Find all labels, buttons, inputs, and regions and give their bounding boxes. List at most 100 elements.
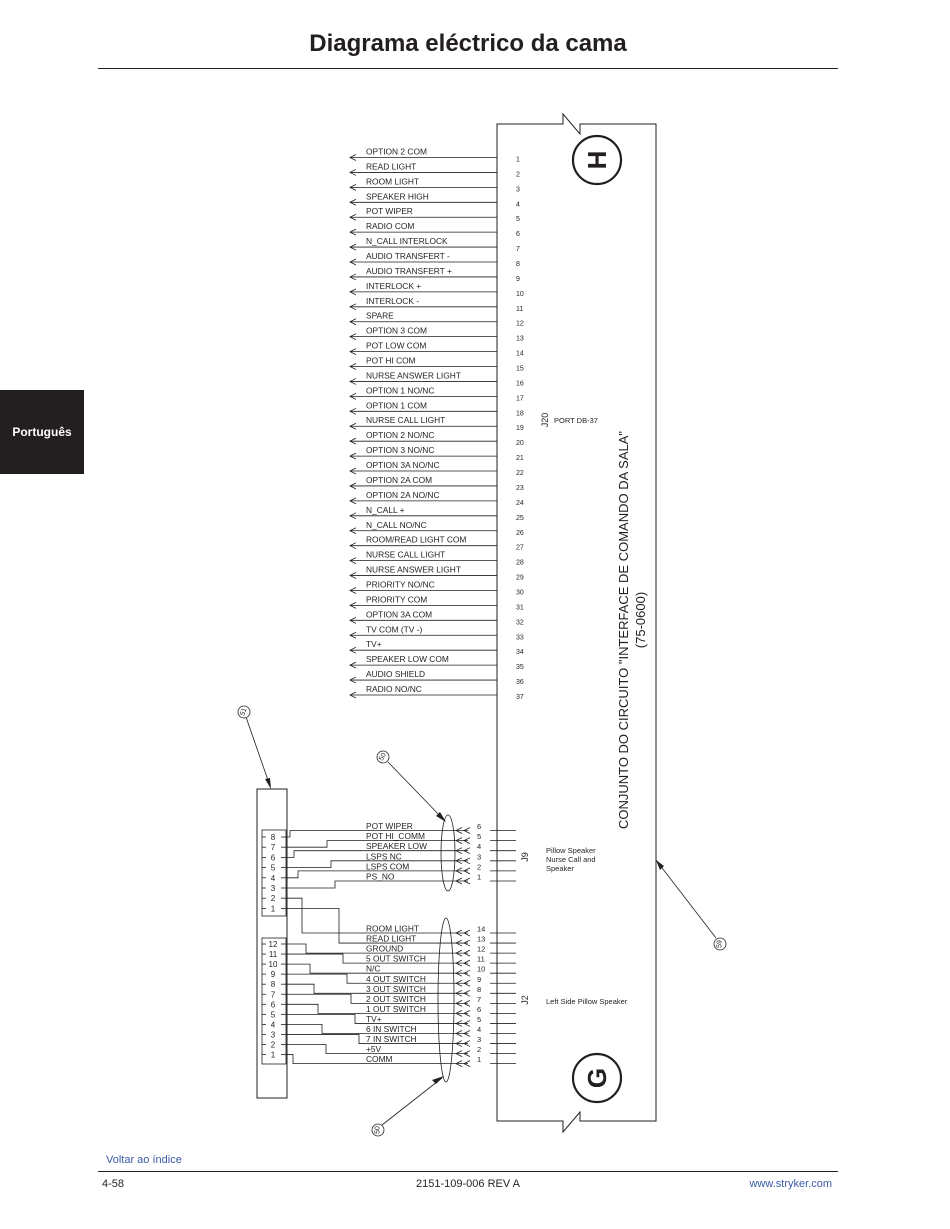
pin-arrow xyxy=(455,989,463,997)
pin-arrow xyxy=(463,857,471,865)
callout-59-label: 59 xyxy=(717,940,724,948)
j2-pin-label: READ LIGHT xyxy=(366,934,416,944)
j20-pin-label: AUDIO TRANSFERT - xyxy=(366,251,450,261)
j9-pin-number: 5 xyxy=(477,832,481,841)
left-lower-pin-number: 6 xyxy=(271,1000,276,1009)
j20-pin-row: POT HI COM 15 xyxy=(349,356,524,373)
j20-pin-number: 22 xyxy=(516,470,524,477)
j2-pin-label: 5 OUT SWITCH xyxy=(366,954,426,964)
j20-pin-row: AUDIO TRANSFERT - 8 xyxy=(349,251,520,268)
j20-pin-number: 2 xyxy=(516,171,520,178)
j20-pin-number: 35 xyxy=(516,664,524,671)
left-upper-pin-number: 6 xyxy=(271,853,276,862)
j20-pin-number: 8 xyxy=(516,261,520,268)
pin-arrow xyxy=(455,1050,463,1057)
title-rule xyxy=(98,68,838,69)
j20-pin-label: POT HI COM xyxy=(366,356,416,366)
pin-arrow xyxy=(463,1040,471,1047)
j9-pin-number: 3 xyxy=(477,852,481,861)
left-lower-pin-number: 11 xyxy=(269,950,278,959)
pin-arrow xyxy=(463,847,471,855)
j20-pin-number: 36 xyxy=(516,679,524,686)
j20-pin-number: 9 xyxy=(516,276,520,283)
j2-pin-label: TV+ xyxy=(366,1014,382,1024)
j20-pin-row: OPTION 2A COM 23 xyxy=(349,475,524,492)
pin-arrow xyxy=(455,1010,463,1017)
j20-connector-name: J20 xyxy=(540,413,550,428)
harness-wire xyxy=(286,880,366,889)
left-upper-pin-number: 1 xyxy=(271,904,276,913)
j20-pin-label: RADIO NO/NC xyxy=(366,684,422,694)
j20-pin-number: 18 xyxy=(516,410,524,417)
left-connector-lower-block xyxy=(261,937,287,1065)
left-upper-pin-number: 4 xyxy=(271,874,276,883)
j20-pin-number: 20 xyxy=(516,440,524,447)
j9-desc-line2: Nurse Call and xyxy=(546,855,596,864)
website-link[interactable]: www.stryker.com xyxy=(749,1178,832,1190)
j20-pin-label: OPTION 3A NO/NC xyxy=(366,460,440,470)
language-tab[interactable]: Português xyxy=(0,390,84,474)
back-to-index-link[interactable]: Voltar ao índice xyxy=(106,1154,182,1166)
j20-pin-number: 6 xyxy=(516,231,520,238)
pin-arrow xyxy=(455,857,463,865)
harness-wire xyxy=(286,983,366,994)
pin-arrow xyxy=(463,979,471,987)
j20-pin-label: OPTION 3 COM xyxy=(366,326,427,336)
left-upper-pin-number: 7 xyxy=(271,843,276,852)
j20-pin-number: 23 xyxy=(516,485,524,492)
page-title: Diagrama eléctrico da cama xyxy=(309,30,627,57)
j9-pin-label: PS_NO xyxy=(366,872,395,882)
j20-pin-label: ROOM LIGHT xyxy=(366,176,419,186)
harness-wire xyxy=(286,860,366,868)
harness-wire xyxy=(286,908,366,944)
cable-bundle-lower xyxy=(437,917,455,1083)
j20-pin-label: OPTION 1 NO/NC xyxy=(366,385,434,395)
j20-pin-number: 27 xyxy=(516,545,524,552)
pin-arrow xyxy=(463,1010,471,1017)
pin-arrow xyxy=(463,939,471,947)
callout-50-upper: 50 xyxy=(376,750,446,822)
j20-pin-label: POT LOW COM xyxy=(366,341,426,351)
j2-pin-number: 6 xyxy=(477,1005,481,1014)
cable-bundle-upper xyxy=(440,814,456,892)
j20-pin-label: TV COM (TV -) xyxy=(366,624,423,634)
j2-pin-number: 5 xyxy=(477,1015,481,1024)
j2-connector-name: J2 xyxy=(520,995,530,1005)
j20-pin-number: 21 xyxy=(516,455,524,462)
pin-arrow xyxy=(463,1030,471,1037)
j2-pin-label: 2 OUT SWITCH xyxy=(366,994,426,1004)
j20-pin-label: PRIORITY NO/NC xyxy=(366,579,435,589)
pin-arrow xyxy=(463,1020,471,1027)
pin-arrow xyxy=(455,939,463,947)
board-label-line2: (75-0600) xyxy=(633,592,648,648)
j20-pin-number: 15 xyxy=(516,366,524,373)
j20-pin-label: OPTION 2A COM xyxy=(366,475,432,485)
footer-rule xyxy=(98,1171,838,1172)
j9-desc-line1: Pillow Speaker xyxy=(546,846,596,855)
pin-arrow xyxy=(455,827,463,834)
j20-pin-label: PRIORITY COM xyxy=(366,594,427,604)
j20-pin-label: NURSE ANSWER LIGHT xyxy=(366,565,461,575)
j20-pin-number: 12 xyxy=(516,321,524,328)
harness-wire xyxy=(286,1013,366,1024)
j20-pin-label: N_CALL NO/NC xyxy=(366,520,427,530)
j20-pin-number: 33 xyxy=(516,634,524,641)
j20-pin-number: 1 xyxy=(516,157,520,164)
